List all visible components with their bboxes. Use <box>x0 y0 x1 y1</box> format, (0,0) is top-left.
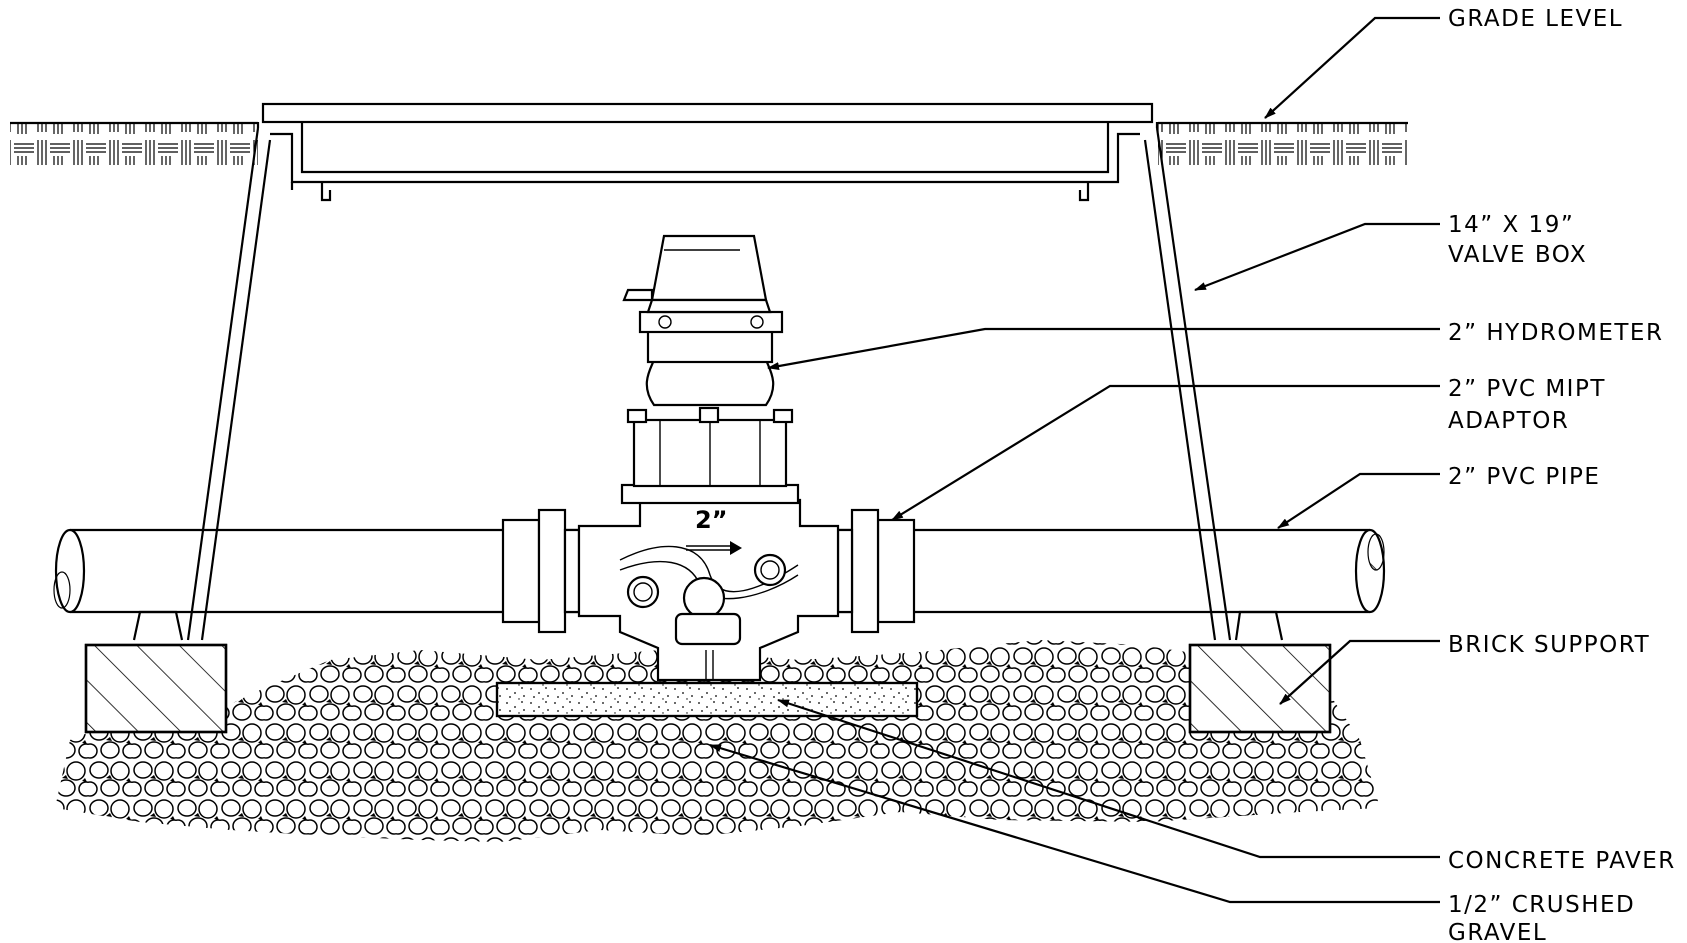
concrete-paver <box>495 681 919 718</box>
pvc-mipt-adaptor-left <box>501 508 581 634</box>
label-adaptor: ADAPTOR <box>1448 408 1569 434</box>
crushed-gravel-bed <box>55 640 1380 842</box>
label-pvc-pipe: 2” PVC PIPE <box>1448 464 1600 490</box>
label-crushed: 1/2” CRUSHED <box>1448 892 1635 918</box>
callout-labels: GRADE LEVEL 14” X 19” VALVE BOX 2” HYDRO… <box>1448 6 1676 943</box>
label-gravel: GRAVEL <box>1448 920 1547 943</box>
label-concrete-paver: CONCRETE PAVER <box>1448 848 1676 874</box>
label-hydrometer: 2” HYDROMETER <box>1448 320 1663 346</box>
hydrometer: 2” <box>577 234 840 682</box>
brick-support-left <box>84 643 228 734</box>
valve-box <box>132 102 1284 641</box>
label-valve-box-size: 14” X 19” <box>1448 212 1574 238</box>
brick-support-right <box>1188 643 1332 734</box>
grade-soil <box>10 121 1408 165</box>
label-brick-support: BRICK SUPPORT <box>1448 632 1650 658</box>
leader-lines <box>709 16 1440 904</box>
meter-size-mark: 2” <box>695 506 727 534</box>
label-grade-level: GRADE LEVEL <box>1448 6 1623 32</box>
pvc-mipt-adaptor-right <box>836 508 916 634</box>
label-pvc-mipt: 2” PVC MIPT <box>1448 376 1606 402</box>
label-valve-box: VALVE BOX <box>1448 242 1587 268</box>
